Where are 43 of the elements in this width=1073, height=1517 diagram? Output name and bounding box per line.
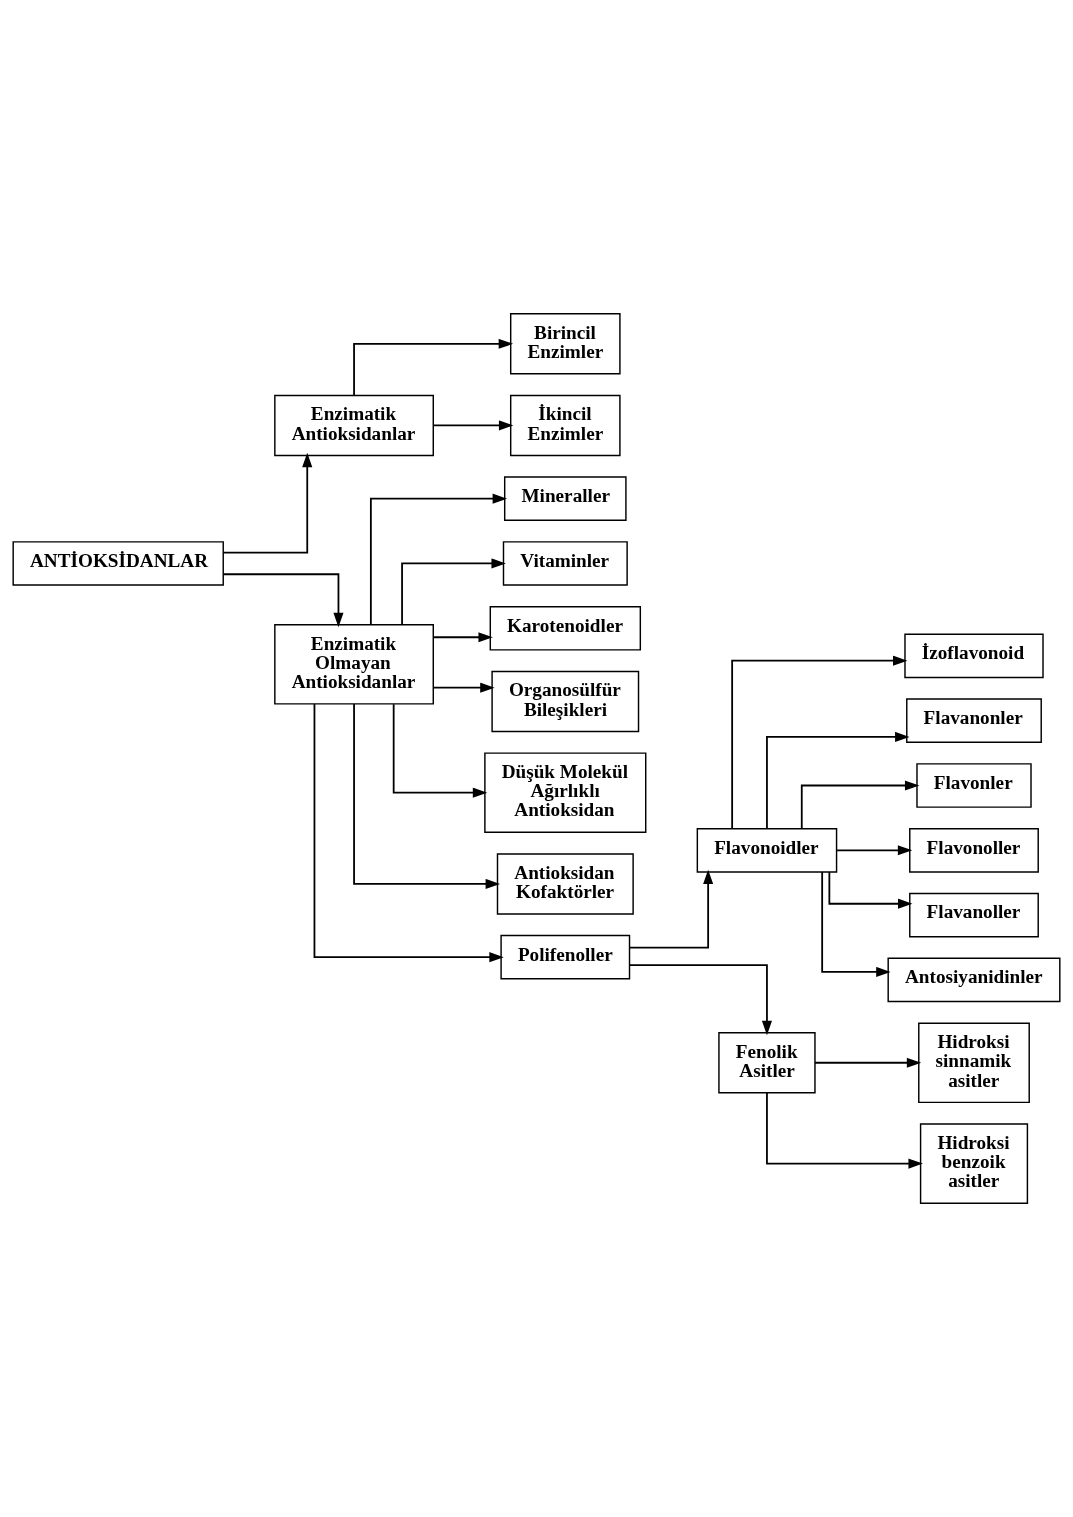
node-box: Birincil Enzimler	[509, 313, 621, 375]
arrow	[222, 573, 344, 628]
node-box: Fenolik Asitler	[718, 1032, 816, 1094]
arrow	[828, 871, 913, 909]
arrow	[222, 452, 313, 554]
arrow	[313, 703, 504, 963]
node-box: Antioksidan Kofaktörler	[496, 853, 634, 915]
arrow	[628, 964, 772, 1036]
arrow	[353, 703, 501, 889]
arrow	[432, 632, 493, 643]
arrow	[836, 845, 913, 856]
node-box: Polifenoller	[500, 934, 631, 980]
node-box: Enzimatik Olmayan Antioksidanlar	[274, 623, 434, 705]
arrow	[401, 558, 506, 626]
node-box: Karotenoidler	[489, 605, 642, 651]
node-box: Flavanoller	[909, 892, 1039, 938]
node-box: Flavonoller	[909, 828, 1039, 873]
arrow	[731, 655, 908, 830]
arrow	[814, 1057, 922, 1068]
node-box: Flavonoidler	[696, 828, 838, 873]
node-box: Vitaminler	[502, 541, 628, 586]
node-box: Hidroksi sinnamik asitler	[918, 1022, 1030, 1104]
arrow	[369, 493, 508, 626]
node-box: ANTİOKSİDANLAR	[12, 541, 224, 586]
arrow	[628, 869, 714, 949]
node-box: Düşük Molekül Ağırlıklı Antioksidan	[484, 752, 647, 834]
arrow	[766, 1092, 923, 1169]
node-box: Hidroksi benzoik asitler	[919, 1123, 1029, 1204]
node-box: İzoflavonoid	[904, 633, 1044, 679]
arrow	[353, 338, 514, 396]
arrow	[821, 871, 891, 977]
arrow	[432, 682, 495, 693]
node-box: Flavonler	[916, 763, 1032, 808]
node-box: Antosiyanidinler	[887, 957, 1061, 1003]
arrow	[800, 780, 920, 830]
node-box: Flavanonler	[906, 698, 1042, 743]
node-box: Mineraller	[503, 476, 627, 521]
arrow	[392, 703, 488, 798]
node-box: Organosülfür Bileşikleri	[491, 670, 640, 733]
arrow	[766, 731, 910, 830]
node-box: İkincil Enzimler	[509, 394, 621, 457]
arrow	[432, 420, 514, 431]
node-box: Enzimatik Antioksidanlar	[274, 394, 434, 457]
